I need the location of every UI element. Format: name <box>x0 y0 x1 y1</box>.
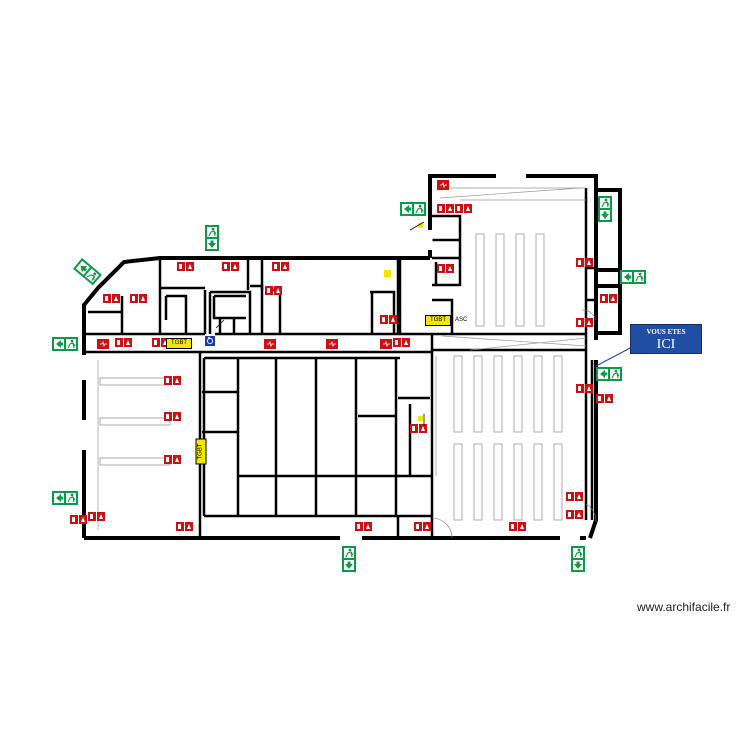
exit-sign-south-east <box>570 545 586 573</box>
exit-sign-top-center <box>204 224 220 252</box>
exit-sign-south-center <box>341 545 357 573</box>
hall-benches-north <box>475 233 545 327</box>
asc-label: ASC <box>455 317 468 323</box>
you-are-here-line2: ICI <box>656 337 676 352</box>
west-benches <box>99 377 171 466</box>
light-structure <box>97 187 587 530</box>
exit-sign-west-corridor <box>51 336 79 352</box>
yellow-markers <box>384 223 423 421</box>
exit-sign-hall-west <box>399 201 427 217</box>
exit-sign-annex-top <box>597 195 613 223</box>
stair-marks <box>215 221 425 426</box>
door-swings <box>431 309 597 539</box>
exit-sign-annex-right <box>619 269 647 285</box>
tgbt-tag-vertical: TGBT <box>195 438 207 465</box>
hall-benches-south <box>453 355 563 521</box>
tgbt-tag-left: TGBT <box>166 338 192 349</box>
exit-sign-west-lower <box>51 490 79 506</box>
exit-sign-hall-east <box>595 366 623 382</box>
you-are-here-line1: VOUS ETES <box>646 328 686 336</box>
tgbt-tag-top: TGBT <box>425 315 451 326</box>
exit-sign-top-wing <box>72 257 103 286</box>
you-are-here-callout: VOUS ETES ICI <box>630 324 702 354</box>
door-openings <box>81 173 613 541</box>
building-walls <box>82 174 622 540</box>
accessible-icon <box>205 336 215 346</box>
interior-walls <box>84 188 596 538</box>
watermark: www.archifacile.fr <box>637 600 731 614</box>
